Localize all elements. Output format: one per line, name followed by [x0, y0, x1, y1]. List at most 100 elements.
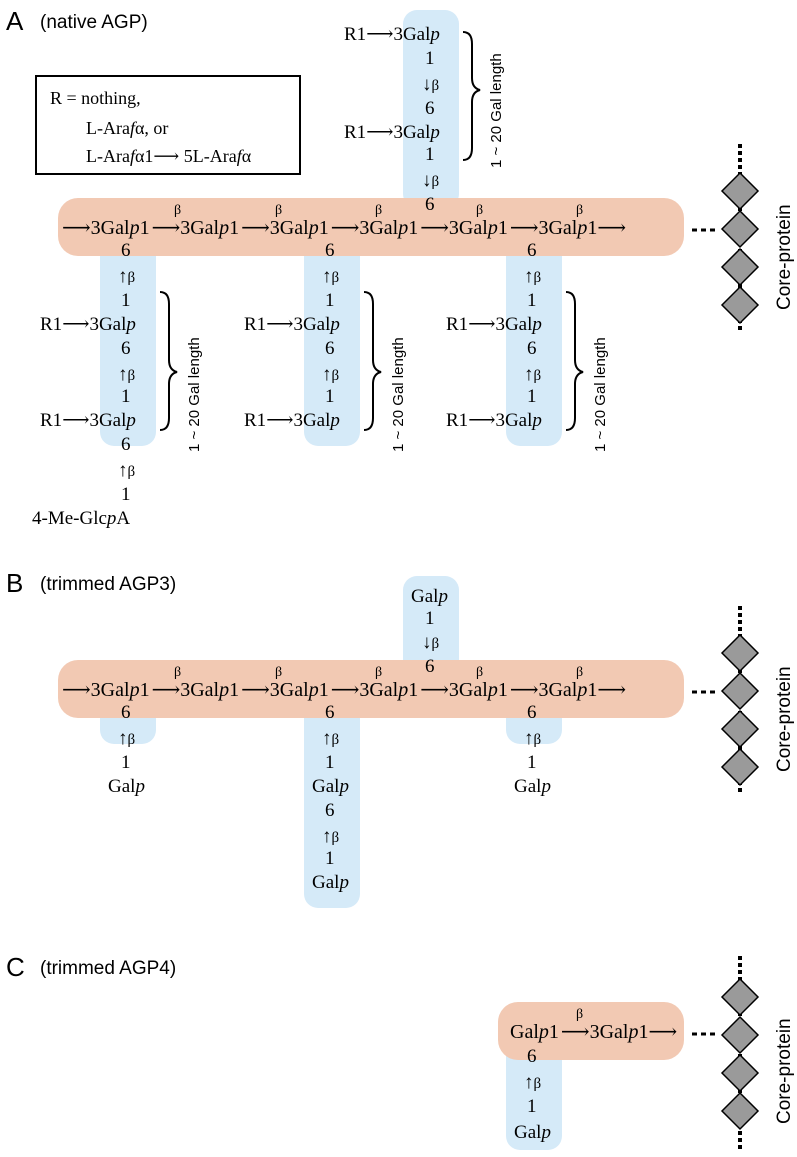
right-six-1: 6 — [527, 240, 537, 261]
panel-a-title: (native AGP) — [40, 12, 148, 33]
top-one-upper: 1 — [425, 48, 435, 69]
beta-b-3: β — [375, 665, 382, 680]
b-top-one: 1 — [425, 608, 435, 629]
mid-link-1: ↑β — [322, 266, 339, 287]
b-mid-gal-2: Galp — [312, 872, 349, 893]
mid-r1-1: R1⟶3Galp — [244, 314, 340, 335]
b-mid-link-2: ↑β — [322, 826, 339, 847]
right-one-1: 1 — [527, 290, 537, 311]
right-one-2: 1 — [527, 386, 537, 407]
b-left-one: 1 — [121, 752, 131, 773]
core-protein-label-a: Core-protein — [774, 204, 795, 310]
middle-branch-bg — [304, 218, 360, 446]
top-link-lower: ↓β — [422, 170, 439, 191]
right-branch: 6 ↑β 1 R1⟶3Galp 6 ↑β 1 R1⟶3Galp — [446, 240, 542, 431]
left-link-2: ↑β — [118, 364, 135, 385]
panel-b-title: (trimmed AGP3) — [40, 574, 176, 595]
top-six-backbone: 6 — [425, 194, 435, 215]
top-branch-bg — [403, 10, 459, 208]
left-one-2: 1 — [121, 386, 131, 407]
left-r1-1: R1⟶3Galp — [40, 314, 136, 335]
top-branch: R1⟶3Galp 1 ↓β 6 R1⟶3Galp 1 ↓β 6 — [344, 24, 440, 215]
mid-one-1: 1 — [325, 290, 335, 311]
core-diamond — [720, 285, 760, 325]
beta-b-2: β — [275, 665, 282, 680]
left-six-1: 6 — [121, 240, 131, 261]
legend-box — [35, 75, 301, 175]
right-link-2: ↑β — [524, 364, 541, 385]
c-branch: 6 ↑β 1 Galp — [514, 1046, 551, 1143]
top-r1-lower: R1⟶3Galp — [344, 122, 440, 143]
top-brace — [462, 31, 481, 161]
b-top-branch-bg — [403, 576, 459, 676]
core-protein-label-b: Core-protein — [774, 666, 795, 772]
right-link-1: ↑β — [524, 266, 541, 287]
b-mid-one-2: 1 — [325, 848, 335, 869]
panel-a-letter: A — [6, 6, 24, 36]
beta-a-2: β — [275, 203, 282, 218]
core-protein-c: Core-protein — [720, 956, 795, 1150]
backbone-b: ⟶3Galp1⟶3Galp1⟶3Galp1⟶3Galp1⟶3Galp1⟶3Gal… — [62, 679, 626, 701]
right-r1-1: R1⟶3Galp — [446, 314, 542, 335]
left-six-2: 6 — [121, 338, 131, 359]
b-middle-branch: 6 ↑β 1 Galp 6 ↑β 1 Galp — [312, 702, 349, 893]
left-six-3: 6 — [121, 434, 131, 455]
panel-b-letter: B — [6, 568, 23, 598]
left-link-3: ↑β — [118, 460, 135, 481]
core-diamond — [720, 1091, 760, 1131]
legend-line-2: L-Arafα, or — [86, 118, 168, 138]
backbone-a-betas: β β β β β — [174, 203, 583, 218]
backbone-a: ⟶3Galp1⟶3Galp1⟶3Galp1⟶3Galp1⟶3Galp1⟶3Gal… — [62, 217, 626, 239]
b-mid-six-2: 6 — [325, 800, 335, 821]
top-six: 6 — [425, 98, 435, 119]
top-one-lower: 1 — [425, 144, 435, 165]
left-length-label: 1 ~ 20 Gal length — [186, 337, 203, 452]
legend-line-3: L-Arafα1⟶ 5L-Arafα — [86, 146, 252, 166]
terminal-glca: 4-Me-GlcpA — [32, 508, 130, 529]
backbone-b-betas: β β β β β — [174, 665, 583, 680]
legend-line-1: R = nothing, — [50, 88, 141, 108]
beta-b-4: β — [476, 665, 483, 680]
core-diamond — [720, 1015, 760, 1055]
middle-length-label: 1 ~ 20 Gal length — [390, 337, 407, 452]
top-r1-upper: R1⟶3Galp — [344, 24, 440, 45]
beta-b-1: β — [174, 665, 181, 680]
right-r1-2: R1⟶3Galp — [446, 410, 542, 431]
beta-a-3: β — [375, 203, 382, 218]
b-right-one: 1 — [527, 752, 537, 773]
right-branch-bg — [506, 218, 562, 446]
beta-a-4: β — [476, 203, 483, 218]
backbone-c: Galp1⟶3Galp1⟶ — [510, 1021, 677, 1043]
b-right-gal: Galp — [514, 776, 551, 797]
middle-brace — [363, 291, 382, 431]
left-branch-bg — [100, 218, 156, 446]
panel-b: B (trimmed AGP3) Galp 1 ↓β 6 ⟶3Galp1⟶3Ga… — [6, 568, 795, 908]
left-branch: 6 ↑β 1 R1⟶3Galp 6 ↑β 1 R1⟶3Galp 6 ↑β 1 4… — [32, 240, 136, 529]
panel-a: A (native AGP) R = nothing, L-Arafα, or … — [6, 6, 795, 529]
middle-branch: 6 ↑β 1 R1⟶3Galp 6 ↑β 1 R1⟶3Galp — [244, 240, 340, 431]
core-diamond — [720, 171, 760, 211]
c-backbone-bg — [498, 1002, 684, 1060]
b-left-link: ↑β — [118, 728, 135, 749]
b-right-six: 6 — [527, 702, 537, 723]
mid-six-2: 6 — [325, 338, 335, 359]
panel-c-letter: C — [6, 952, 25, 982]
b-middle-branch-bg — [304, 690, 360, 908]
c-six: 6 — [527, 1046, 537, 1067]
core-diamond — [720, 671, 760, 711]
core-diamond — [720, 709, 760, 749]
mid-six-1: 6 — [325, 240, 335, 261]
b-backbone-bg — [58, 660, 684, 718]
b-top-gal: Galp — [411, 586, 448, 607]
left-r1-2: R1⟶3Galp — [40, 410, 136, 431]
b-mid-one-1: 1 — [325, 752, 335, 773]
core-protein-a: Core-protein — [720, 144, 795, 332]
b-left-branch: 6 ↑β 1 Galp — [108, 702, 145, 797]
left-brace — [159, 291, 178, 431]
b-top-six: 6 — [425, 656, 435, 677]
mid-one-2: 1 — [325, 386, 335, 407]
b-mid-gal-1: Galp — [312, 776, 349, 797]
b-top-link: ↓β — [422, 632, 439, 653]
right-six-2: 6 — [527, 338, 537, 359]
top-link-upper: ↓β — [422, 74, 439, 95]
